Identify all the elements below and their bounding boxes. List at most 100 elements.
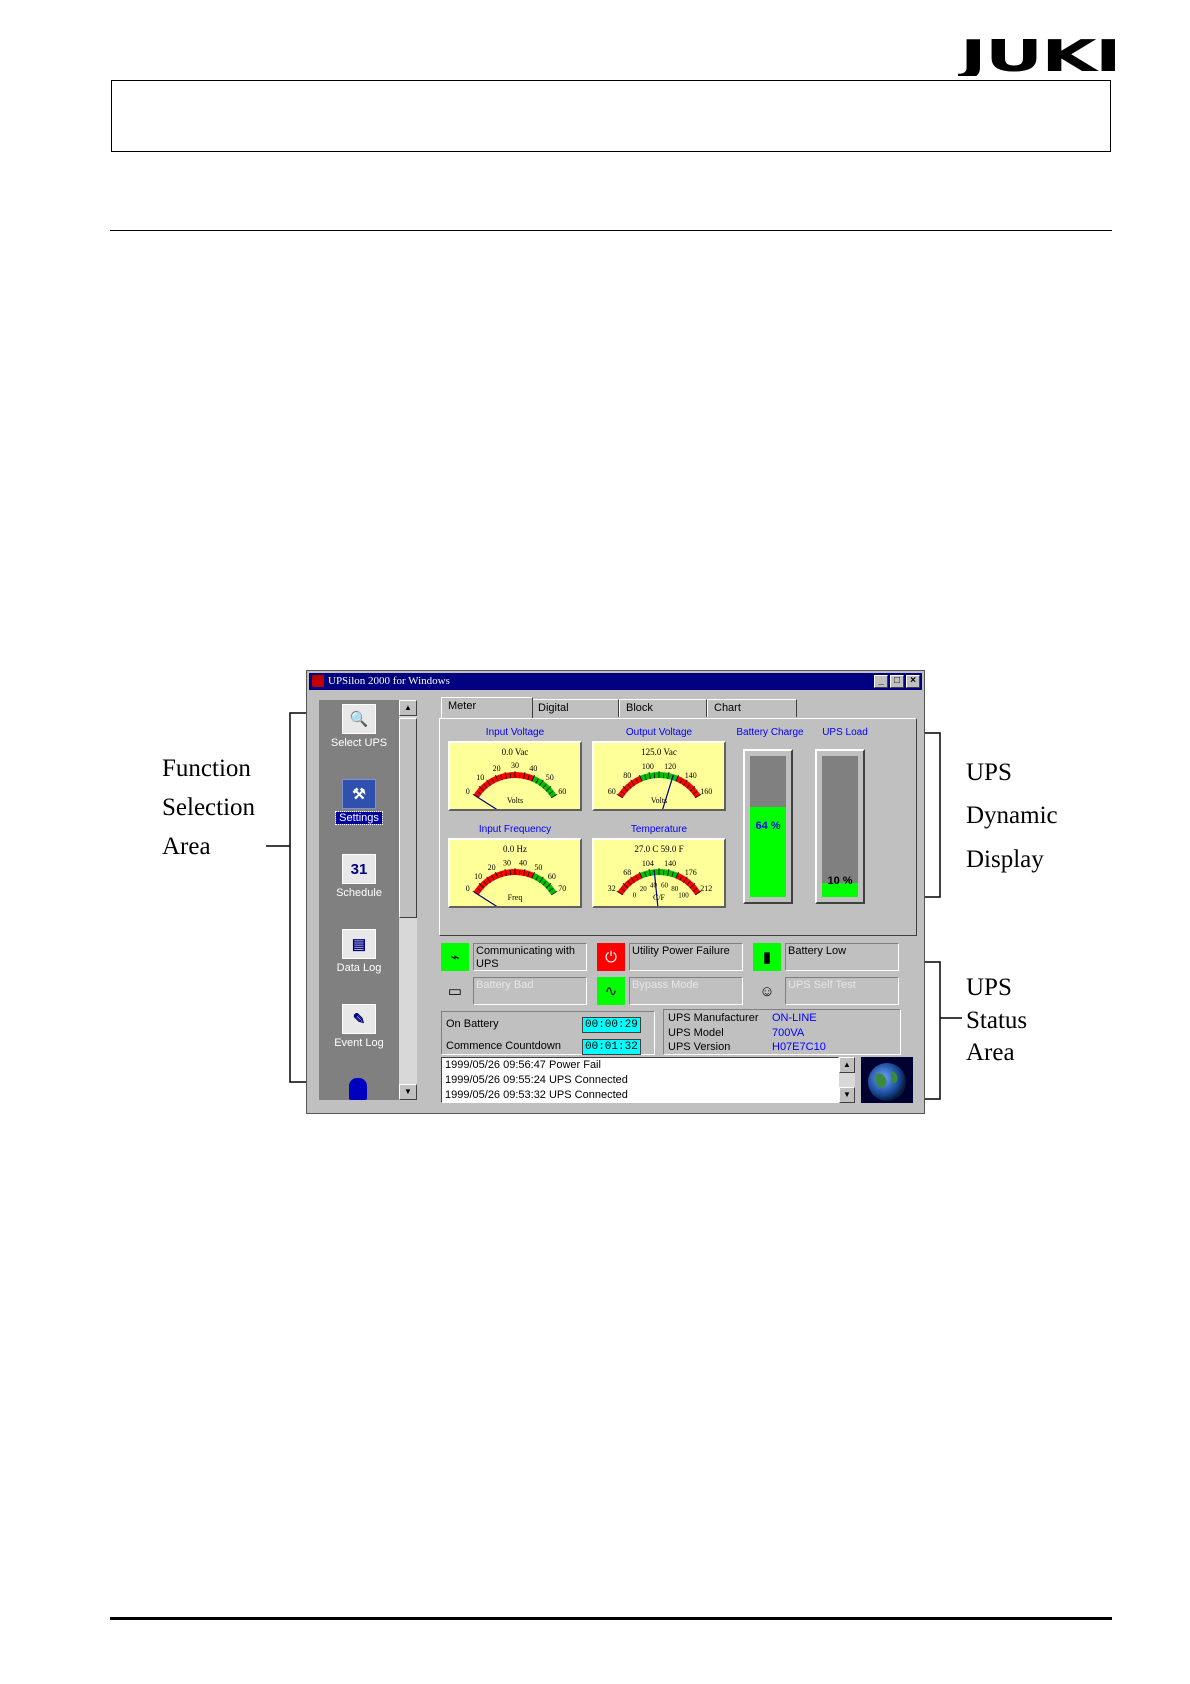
svg-text:JUKI: JUKI bbox=[958, 36, 1120, 76]
sidebar-item-label: Settings bbox=[335, 811, 383, 825]
scroll-thumb[interactable] bbox=[399, 718, 417, 918]
gauge-tick-label: 10 bbox=[476, 773, 484, 782]
gauge-tick-label: 80 bbox=[671, 885, 679, 893]
gauge-tick-label: 40 bbox=[650, 881, 658, 889]
event-log-list[interactable]: 1999/05/26 09:56:47 Power Fail 1999/05/2… bbox=[441, 1057, 839, 1103]
gauge-value: 125.0 Vac bbox=[641, 747, 677, 757]
gauge-value: 0.0 Hz bbox=[503, 844, 527, 854]
function-sidebar: 🔍 Select UPS ⚒ Settings 31 Schedule ▤ Da… bbox=[319, 700, 417, 1100]
annotation-function-3: Area bbox=[162, 833, 211, 860]
gauge-tick-label: 176 bbox=[685, 868, 697, 877]
wrench-icon: ✎ bbox=[342, 1004, 376, 1034]
maximize-button[interactable]: □ bbox=[890, 675, 904, 688]
gauge-tick-label: 100 bbox=[678, 891, 689, 899]
gauge-tick-label: 68 bbox=[623, 868, 631, 877]
status-battery-bad: ▭ Battery Bad bbox=[441, 977, 589, 1006]
sidebar-item-data-log[interactable]: ▤ Data Log bbox=[319, 929, 399, 974]
gauge-tick-label: 60 bbox=[608, 787, 616, 796]
annotation-status-1: UPS bbox=[966, 974, 1012, 1001]
gauge-tick-label: 40 bbox=[519, 859, 527, 868]
on-battery-label: On Battery bbox=[446, 1018, 499, 1030]
gauge-tick-label: 140 bbox=[664, 859, 676, 868]
gauge-tick-label: 70 bbox=[558, 884, 566, 893]
event-log-scrollbar[interactable]: ▲ ▼ bbox=[839, 1057, 855, 1103]
sidebar-item-label: Select UPS bbox=[330, 737, 388, 749]
gauge-unit: Volts bbox=[506, 796, 524, 805]
tab-block[interactable]: Block bbox=[619, 699, 707, 717]
sidebar-item-label: Data Log bbox=[336, 962, 382, 974]
gauge-tick-label: 100 bbox=[642, 762, 654, 771]
gauge-caption-temperature: Temperature bbox=[630, 824, 688, 835]
magnifier-icon: 🔍 bbox=[342, 704, 376, 734]
header-box bbox=[111, 80, 1111, 152]
gauge-tick-label: 40 bbox=[529, 764, 537, 773]
gauge-tick-label: 0 bbox=[466, 884, 470, 893]
gauge-tick-label: 60 bbox=[661, 881, 669, 889]
list-item[interactable]: 1999/05/26 09:53:32 UPS Connected bbox=[445, 1089, 628, 1101]
bar-caption-battery-charge: Battery Charge bbox=[736, 727, 804, 738]
sidebar-item-event-log[interactable]: ✎ Event Log bbox=[319, 1004, 399, 1049]
calendar-icon: 31 bbox=[342, 854, 376, 884]
tab-meter[interactable]: Meter bbox=[441, 697, 533, 718]
gauge-tick-label: 50 bbox=[546, 773, 554, 782]
bar-caption-ups-load: UPS Load bbox=[822, 727, 868, 738]
plug-icon: ⏻ bbox=[597, 943, 625, 971]
sidebar-scrollbar[interactable]: ▲ ▼ bbox=[399, 700, 417, 1100]
status-communicating: ⌁ Communicating with UPS bbox=[441, 943, 589, 972]
close-button[interactable]: × bbox=[906, 675, 920, 688]
gauge-caption-input-voltage: Input Voltage bbox=[485, 727, 545, 738]
minimize-button[interactable]: _ bbox=[874, 675, 888, 688]
status-utility-power-failure: ⏻ Utility Power Failure bbox=[597, 943, 745, 972]
sidebar-item-schedule[interactable]: 31 Schedule bbox=[319, 854, 399, 899]
gauge-needle bbox=[653, 870, 659, 906]
list-item[interactable]: 1999/05/26 09:56:47 Power Fail bbox=[445, 1059, 601, 1071]
scroll-down-button[interactable]: ▼ bbox=[839, 1087, 855, 1103]
scroll-up-button[interactable]: ▲ bbox=[399, 700, 417, 716]
gauge-value: 0.0 Vac bbox=[501, 747, 529, 757]
sidebar-item-select-ups[interactable]: 🔍 Select UPS bbox=[319, 704, 399, 749]
gauge-value: 27.0 C 59.0 F bbox=[634, 844, 684, 854]
sidebar-item-label: Schedule bbox=[336, 887, 382, 899]
model-label: UPS Model bbox=[668, 1027, 724, 1039]
gauge-tick-label: 160 bbox=[700, 787, 712, 796]
gauge-tick-label: 20 bbox=[640, 885, 648, 893]
document-icon: ▤ bbox=[342, 929, 376, 959]
app-icon[interactable] bbox=[312, 675, 324, 687]
person-icon[interactable] bbox=[349, 1078, 367, 1100]
status-label: Utility Power Failure bbox=[629, 943, 743, 971]
tab-chart[interactable]: Chart bbox=[707, 699, 797, 717]
gauge-tick-label: 50 bbox=[534, 863, 542, 872]
version-label: UPS Version bbox=[668, 1041, 731, 1053]
gauge-tick-label: 104 bbox=[642, 859, 654, 868]
status-bypass-mode: ∿ Bypass Mode bbox=[597, 977, 745, 1006]
ups-info-panel: UPS Manufacturer ON-LINE UPS Model 700VA… bbox=[663, 1009, 901, 1055]
version-value: H07E7C10 bbox=[772, 1041, 826, 1053]
annotation-dynamic-1: UPS bbox=[966, 759, 1012, 786]
annotation-function-2: Selection bbox=[162, 794, 256, 821]
app-window: UPSilon 2000 for Windows _ □ × 🔍 Select … bbox=[306, 670, 925, 1114]
tools-icon: ⚒ bbox=[342, 779, 376, 809]
gauge-caption-input-frequency: Input Frequency bbox=[478, 824, 552, 835]
juki-logo: JUKI bbox=[958, 36, 1122, 76]
manufacturer-value: ON-LINE bbox=[772, 1012, 817, 1024]
ups-load-label: 10 % bbox=[827, 874, 853, 887]
cable-icon: ⌁ bbox=[441, 943, 469, 971]
window-title: UPSilon 2000 for Windows bbox=[328, 675, 450, 687]
gauge-caption-output-voltage: Output Voltage bbox=[625, 727, 693, 738]
gauge-unit: Freq bbox=[507, 893, 523, 902]
battery-box-icon: ▭ bbox=[441, 977, 469, 1005]
gauge-tick-label: 60 bbox=[558, 787, 566, 796]
countdown-label: Commence Countdown bbox=[446, 1040, 561, 1052]
tab-digital[interactable]: Digital bbox=[531, 699, 619, 717]
scroll-up-button[interactable]: ▲ bbox=[839, 1057, 855, 1073]
gauge-tick-label: 30 bbox=[503, 859, 511, 868]
list-item[interactable]: 1999/05/26 09:55:24 UPS Connected bbox=[445, 1074, 628, 1086]
scroll-down-button[interactable]: ▼ bbox=[399, 1084, 417, 1100]
window-titlebar[interactable]: UPSilon 2000 for Windows _ □ × bbox=[309, 673, 922, 690]
status-label: Battery Bad bbox=[473, 977, 587, 1005]
battery-charge-label: 64 % bbox=[755, 820, 781, 833]
sidebar-item-settings[interactable]: ⚒ Settings bbox=[319, 779, 399, 825]
countdown-value: 00:01:32 bbox=[582, 1039, 641, 1055]
